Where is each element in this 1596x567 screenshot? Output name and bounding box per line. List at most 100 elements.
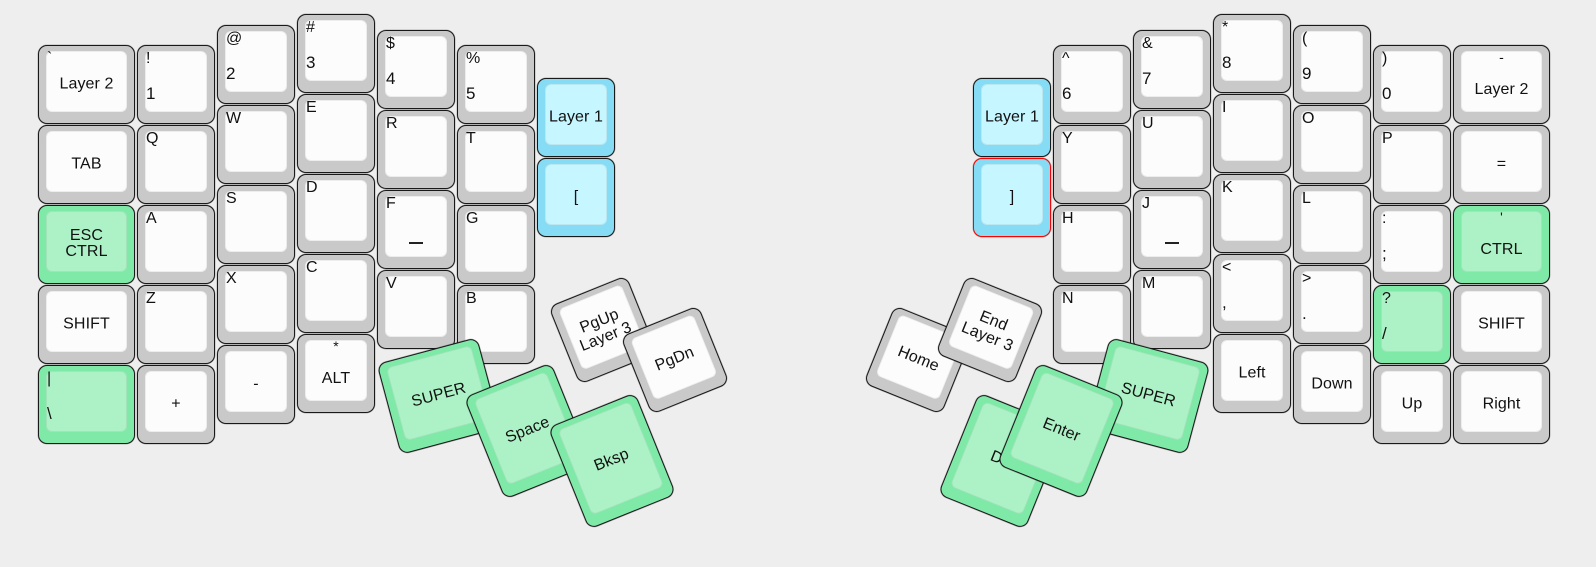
key-l-q[interactable]: Q [137, 125, 215, 204]
key-r-6[interactable]: ^6 [1053, 45, 1131, 124]
key-r-u[interactable]: U [1133, 110, 1211, 189]
key-legend-center: [ [573, 188, 579, 206]
key-l-bracket-left[interactable]: [ [537, 158, 615, 237]
key-r-shift[interactable]: SHIFT [1453, 285, 1550, 364]
key-l-3[interactable]: #3 [297, 14, 375, 93]
homing-bar-indicator [1165, 242, 1179, 244]
key-l-w[interactable]: W [217, 105, 295, 184]
key-l-f[interactable]: F [377, 190, 455, 269]
key-legend-center: TAB [71, 155, 102, 173]
key-legend-top-left: ! [146, 50, 151, 67]
key-legend-top-center: ' [1500, 209, 1503, 225]
key-l-2[interactable]: @2 [217, 25, 295, 104]
key-r-slash[interactable]: ?/ [1373, 285, 1451, 364]
key-legend-bottom-left: , [1222, 292, 1227, 312]
key-r-7[interactable]: &7 [1133, 30, 1211, 109]
keycap-surface [1381, 131, 1443, 192]
key-l-s[interactable]: S [217, 185, 295, 264]
keycap-surface [981, 164, 1043, 225]
key-r-left[interactable]: Left [1213, 334, 1291, 413]
keycap-surface [465, 291, 527, 352]
key-legend-bottom-left: 5 [466, 83, 476, 103]
key-r-k[interactable]: K [1213, 174, 1291, 253]
key-l-a[interactable]: A [137, 205, 215, 284]
keycap-surface [1461, 131, 1542, 192]
key-r-l[interactable]: L [1293, 185, 1371, 264]
key-l-alt[interactable]: *ALT [297, 334, 375, 413]
key-legend-top-left: S [226, 190, 237, 207]
key-l-v[interactable]: V [377, 270, 455, 349]
key-r-up[interactable]: Up [1373, 365, 1451, 444]
keycap-surface [1141, 196, 1203, 257]
key-legend-bottom-left: 6 [1062, 83, 1072, 103]
key-legend-bottom-left: 3 [306, 52, 316, 72]
key-r-bracket-right[interactable]: ] [973, 158, 1051, 237]
key-r-m[interactable]: M [1133, 270, 1211, 349]
key-legend-top-left: G [466, 210, 479, 227]
key-l-shift[interactable]: SHIFT [38, 285, 135, 364]
key-r-comma[interactable]: <, [1213, 254, 1291, 333]
key-legend-center: - [253, 375, 259, 393]
key-l-plus[interactable]: + [137, 365, 215, 444]
key-legend-top-left: K [1222, 179, 1233, 196]
key-legend-center: SHIFT [63, 315, 110, 333]
key-r-h[interactable]: H [1053, 205, 1131, 284]
key-l-r[interactable]: R [377, 110, 455, 189]
key-r-period[interactable]: >. [1293, 265, 1371, 344]
key-legend-top-center: * [333, 338, 339, 354]
key-r-right[interactable]: Right [1453, 365, 1550, 444]
key-l-pipe-backslash[interactable]: |\ [38, 365, 135, 444]
keycap-surface [225, 351, 287, 412]
key-legend-top-left: H [1062, 210, 1074, 227]
key-legend-bottom-left: 4 [386, 68, 396, 88]
key-r-0[interactable]: )0 [1373, 45, 1451, 124]
key-r-equals[interactable]: = [1453, 125, 1550, 204]
key-l-d[interactable]: D [297, 174, 375, 253]
key-r-o[interactable]: O [1293, 105, 1371, 184]
key-legend-top-left: | [47, 370, 52, 387]
keycap-surface [225, 271, 287, 332]
key-l-t[interactable]: T [457, 125, 535, 204]
keycap-surface [1221, 100, 1283, 161]
key-r-i[interactable]: I [1213, 94, 1291, 173]
keycap-surface [1221, 20, 1283, 81]
keycap-surface [1061, 51, 1123, 112]
key-l-g[interactable]: G [457, 205, 535, 284]
keycap-surface [46, 211, 127, 272]
key-r-j[interactable]: J [1133, 190, 1211, 269]
key-l-z[interactable]: Z [137, 285, 215, 364]
keycap-surface [305, 340, 367, 401]
key-l-5[interactable]: %5 [457, 45, 535, 124]
key-l-x[interactable]: X [217, 265, 295, 344]
key-r-p[interactable]: P [1373, 125, 1451, 204]
key-l-layer1[interactable]: Layer 1 [537, 78, 615, 157]
key-r-layer1[interactable]: Layer 1 [973, 78, 1051, 157]
keycap-surface [981, 84, 1043, 145]
key-r-9[interactable]: (9 [1293, 25, 1371, 104]
key-r-minus-layer2[interactable]: -Layer 2 [1453, 45, 1550, 124]
key-l-minus[interactable]: - [217, 345, 295, 424]
key-l-c[interactable]: C [297, 254, 375, 333]
key-l-grave-layer2[interactable]: Layer 2` [38, 45, 135, 124]
key-r-semicolon[interactable]: :; [1373, 205, 1451, 284]
key-r-quote-ctrl[interactable]: ' CTRL [1453, 205, 1550, 284]
key-legend-bottom-left: ; [1382, 243, 1387, 263]
key-legend-top-left: E [306, 99, 317, 116]
key-legend-top-left: N [1062, 290, 1074, 307]
key-r-down[interactable]: Down [1293, 345, 1371, 424]
key-r-8[interactable]: *8 [1213, 14, 1291, 93]
homing-bar-indicator [409, 242, 423, 244]
keycap-surface [1061, 131, 1123, 192]
key-legend-center-low: CTRL [1480, 241, 1523, 259]
key-r-y[interactable]: Y [1053, 125, 1131, 204]
key-legend-top-left: * [1222, 19, 1229, 36]
key-r-n[interactable]: N [1053, 285, 1131, 364]
key-l-1[interactable]: !1 [137, 45, 215, 124]
key-legend-center: ] [1009, 188, 1015, 206]
key-l-4[interactable]: $4 [377, 30, 455, 109]
key-l-e[interactable]: E [297, 94, 375, 173]
key-legend-top-left: & [1142, 35, 1153, 52]
key-l-tab[interactable]: TAB [38, 125, 135, 204]
key-l-esc-ctrl[interactable]: ESC CTRL [38, 205, 135, 284]
